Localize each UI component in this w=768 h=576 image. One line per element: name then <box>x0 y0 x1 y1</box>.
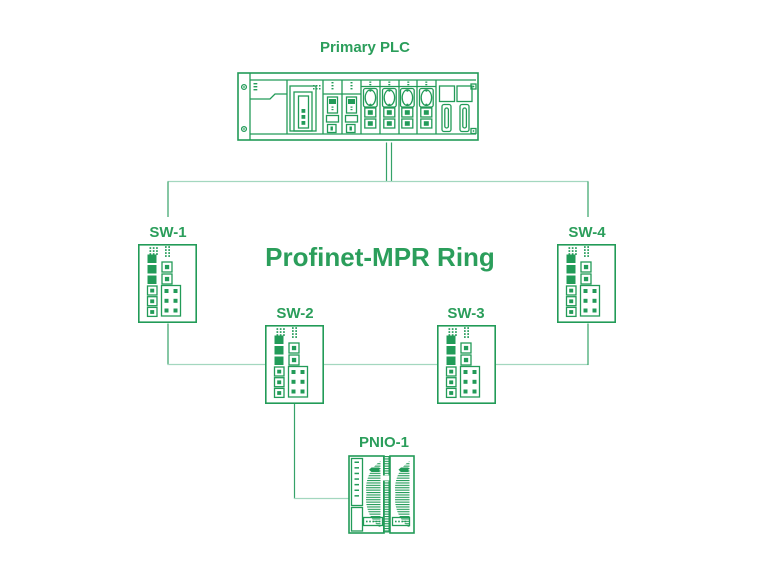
psu-module <box>250 83 287 100</box>
sw1-label: SW-1 <box>149 224 186 241</box>
connection-plc-to-ring <box>167 142 589 217</box>
connection-sw3-sw4 <box>496 323 589 366</box>
connection-sw1-sw2 <box>167 323 265 366</box>
sw3-label: SW-3 <box>447 305 484 322</box>
comm-module <box>380 81 399 129</box>
sw2-label: SW-2 <box>276 305 313 322</box>
diagram-title: Profinet-MPR Ring <box>265 242 495 272</box>
remote-io-device-icon <box>348 455 415 534</box>
comm-module <box>417 81 436 129</box>
interface-module <box>323 82 342 134</box>
sw4-label: SW-4 <box>568 224 606 241</box>
pnio-label: PNIO-1 <box>359 434 409 451</box>
comm-module <box>399 81 417 129</box>
plc-label: Primary PLC <box>320 39 410 56</box>
cpu-module <box>289 85 321 132</box>
plc-rack-icon <box>237 72 479 141</box>
ethernet-switch-icon-sw2 <box>264 324 325 405</box>
comm-module <box>361 81 380 129</box>
interface-module <box>342 82 361 134</box>
ethernet-switch-icon-sw3 <box>436 324 497 405</box>
connection-sw2-pnio <box>293 404 349 500</box>
ethernet-switch-icon-sw4 <box>556 244 617 324</box>
end-module <box>438 83 477 135</box>
ethernet-switch-icon-sw1 <box>138 244 197 324</box>
